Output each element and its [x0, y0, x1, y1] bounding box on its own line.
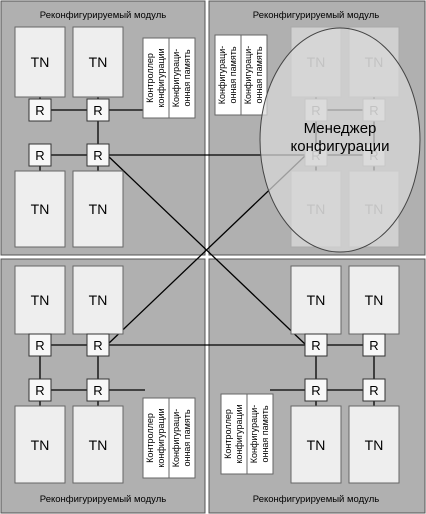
module-title-bottom-left: Реконфигурируемый модуль [40, 494, 166, 505]
configuration-manager-ellipse [259, 27, 421, 253]
tn-label: TN [31, 292, 50, 308]
memory-label-line2: онная память [228, 46, 238, 103]
router-label: R [311, 383, 320, 398]
tn-label: TN [31, 201, 50, 217]
router [362, 378, 386, 402]
router [28, 378, 52, 402]
memory-label-line2: онная память [182, 49, 192, 106]
controller-label-line1: Контроллер [223, 409, 233, 459]
tn-node [72, 405, 124, 484]
memory-label-line2: онная память [254, 46, 264, 103]
module-title-bottom-right: Реконфигурируемый модуль [253, 494, 379, 505]
tn-label: TN [365, 292, 384, 308]
controller-label-line1: Контроллер [145, 53, 155, 103]
router-label: R [93, 383, 102, 398]
router [86, 333, 110, 357]
memory-label-line2: онная память [260, 405, 270, 462]
tn-node [14, 170, 66, 248]
controller-label-line1: Контроллер [145, 413, 155, 463]
router-label: R [35, 103, 44, 118]
memory-block-top-right: Конфигураци- онная память Конфигураци- о… [214, 34, 268, 116]
manager-label-line1: Менеджер [304, 120, 377, 137]
router [362, 333, 386, 357]
router-label: R [311, 338, 320, 353]
mesh-bottom-left: TN TN TN TN R R R R Контроллер конфигура… [14, 265, 196, 484]
router-label: R [35, 148, 44, 163]
tn-label: TN [89, 54, 108, 70]
tn-node [72, 26, 124, 98]
tn-label: TN [31, 437, 50, 453]
tn-node [290, 265, 342, 335]
router-label: R [35, 338, 44, 353]
router [28, 333, 52, 357]
tn-node [14, 26, 66, 98]
router [28, 143, 52, 167]
router-label: R [35, 383, 44, 398]
memory-label-line1: Конфигураци- [243, 46, 253, 105]
router-label: R [369, 383, 378, 398]
module-title-top-right: Реконфигурируемый модуль [253, 10, 379, 21]
module-title-top-left: Реконфигурируемый модуль [40, 10, 166, 21]
router [28, 98, 52, 122]
tn-label: TN [89, 201, 108, 217]
memory-label-line2: онная память [182, 409, 192, 466]
tn-node [72, 170, 124, 248]
tn-label: TN [307, 437, 326, 453]
tn-label: TN [89, 437, 108, 453]
router [86, 143, 110, 167]
tn-node [14, 265, 66, 335]
tn-node [348, 265, 400, 335]
manager-label-line2: конфигурации [291, 138, 390, 155]
tn-label: TN [31, 54, 50, 70]
tn-label: TN [89, 292, 108, 308]
tn-label: TN [365, 437, 384, 453]
memory-label-line1: Конфигураци- [249, 405, 259, 464]
router-label: R [369, 338, 378, 353]
router-label: R [93, 338, 102, 353]
controller-label-line2: конфигурации [156, 48, 166, 107]
memory-label-line1: Конфигураци- [171, 49, 181, 108]
tn-label: TN [307, 292, 326, 308]
controller-label-line2: конфигурации [234, 404, 244, 463]
mesh-bottom-right: TN TN TN TN R R R R Контроллер конфигура… [220, 265, 400, 484]
tn-node [14, 405, 66, 484]
router [304, 378, 328, 402]
tn-node [348, 405, 400, 484]
memory-label-line1: Конфигураци- [171, 409, 181, 468]
router [86, 98, 110, 122]
router-label: R [93, 103, 102, 118]
tn-node [290, 405, 342, 484]
router-label: R [93, 148, 102, 163]
router [86, 378, 110, 402]
router [304, 333, 328, 357]
mesh-top-left: TN TN TN TN R R R R Контроллер конфигура… [14, 26, 196, 248]
controller-label-line2: конфигурации [156, 408, 166, 467]
memory-label-line1: Конфигураци- [217, 46, 227, 105]
